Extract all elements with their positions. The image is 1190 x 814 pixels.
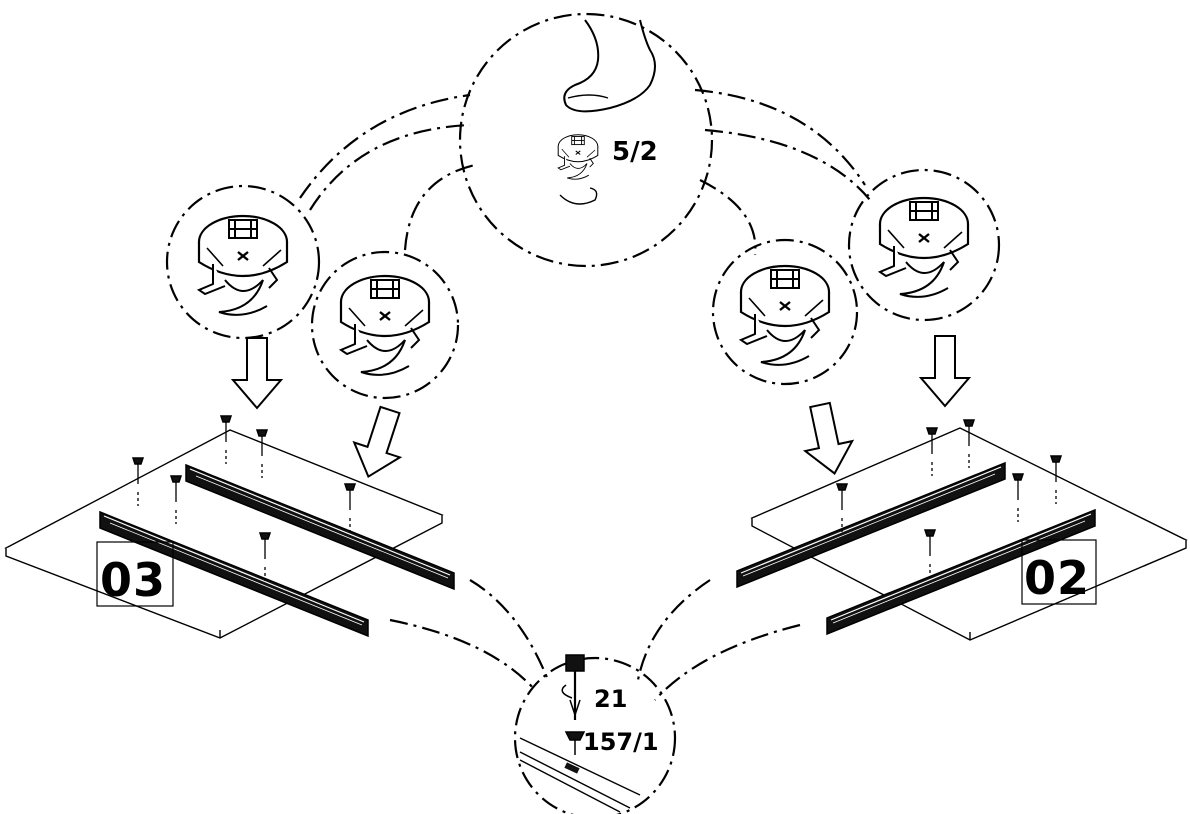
arrow-right-1	[795, 399, 860, 480]
cam-lock-part-label: 5/2	[612, 137, 658, 167]
screw-part-label: 157/1	[583, 728, 659, 756]
screw-detail: 21 157/1	[513, 654, 677, 814]
cam-lock-circle-right-2	[847, 168, 1001, 322]
panel-left-label: 03	[100, 553, 166, 607]
cam-lock-detail: 5/2	[458, 12, 714, 268]
cam-lock-circle-left-1	[165, 184, 321, 340]
panel-right-label: 02	[1024, 551, 1090, 605]
panel-right: 02	[736, 419, 1188, 641]
cam-lock-circle-left-2	[310, 250, 460, 400]
screwdriver-tool-label: 21	[594, 685, 627, 713]
arrow-right-2	[920, 335, 970, 407]
cam-lock-circle-right-1	[711, 238, 859, 386]
panel-left: 03	[4, 415, 455, 639]
connector-lines	[299, 88, 871, 701]
arrow-left-1	[232, 337, 282, 409]
arrow-left-2	[344, 401, 414, 485]
